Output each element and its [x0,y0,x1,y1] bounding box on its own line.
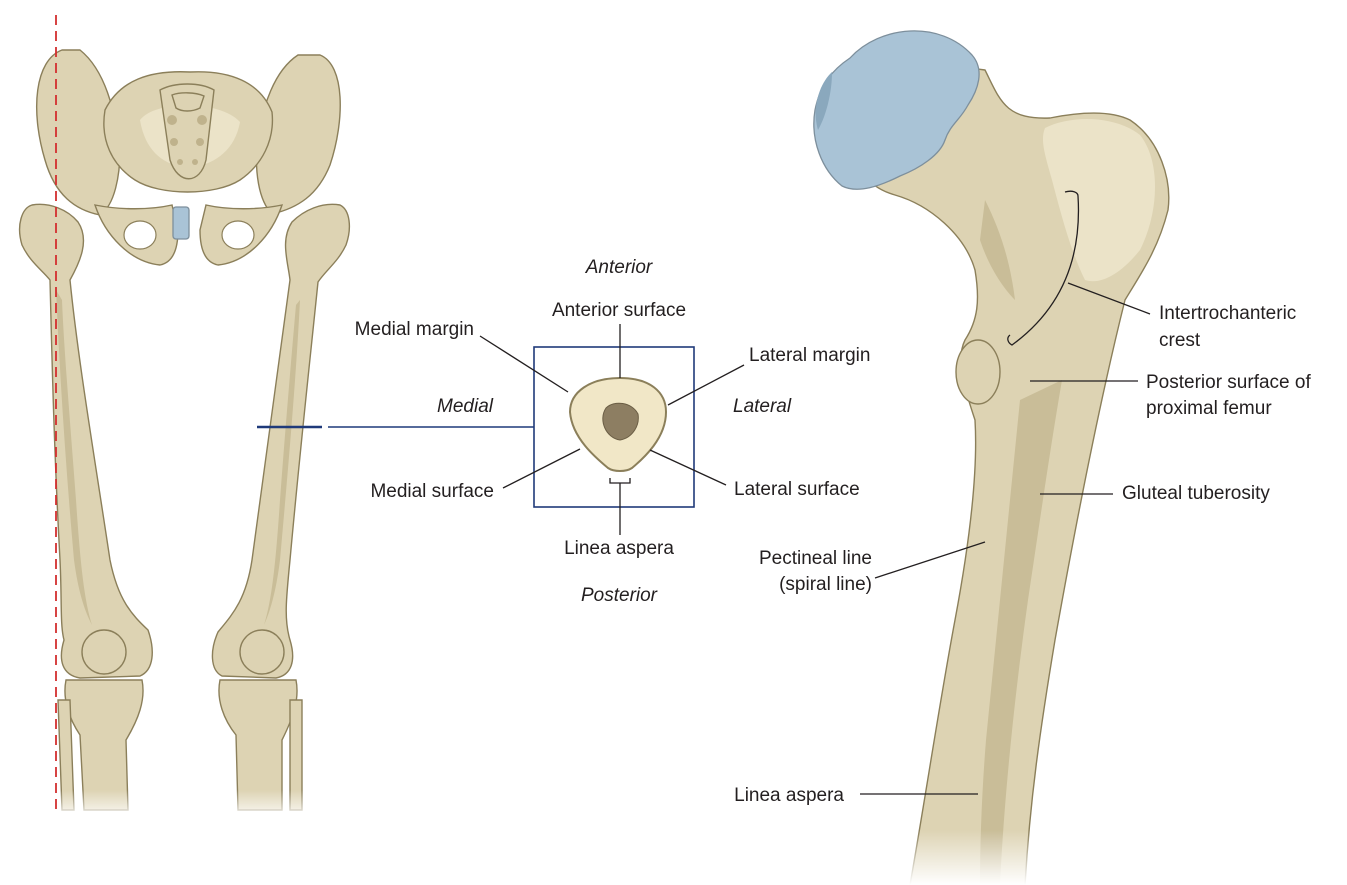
label-anterior-surface: Anterior surface [552,300,686,321]
label-posterior-surface-line1: Posterior surface of [1146,372,1311,393]
cross-section-frame [533,346,695,508]
label-lateral-surface: Lateral surface [734,479,860,500]
label-medial-margin: Medial margin [355,319,474,340]
label-medial-surface: Medial surface [370,481,494,502]
orientation-lateral: Lateral [733,396,792,417]
proximal-femur-illustration: Intertrochanteric crest Posterior surfac… [734,30,1311,885]
label-intertrochanteric-crest-line2: crest [1159,330,1201,351]
medullary-cavity [602,402,639,441]
orientation-anterior: Anterior [585,257,653,278]
label-gluteal-tuberosity: Gluteal tuberosity [1122,483,1270,504]
cross-section-panel: Anterior Anterior surface Medial margin … [328,257,870,606]
label-pectineal-line-line2: (spiral line) [779,574,872,595]
orientation-posterior: Posterior [581,585,658,606]
label-linea-aspera-femur: Linea aspera [734,785,844,806]
femoral-head-cartilage [813,30,980,190]
label-linea-aspera-section: Linea aspera [564,538,674,559]
label-pectineal-line-line1: Pectineal line [759,548,872,569]
label-lateral-margin: Lateral margin [749,345,870,366]
orientation-medial: Medial [437,396,494,417]
label-intertrochanteric-crest-line1: Intertrochanteric [1159,303,1296,324]
pelvis-and-legs-illustration [18,15,351,820]
label-posterior-surface-line2: proximal femur [1146,398,1272,419]
